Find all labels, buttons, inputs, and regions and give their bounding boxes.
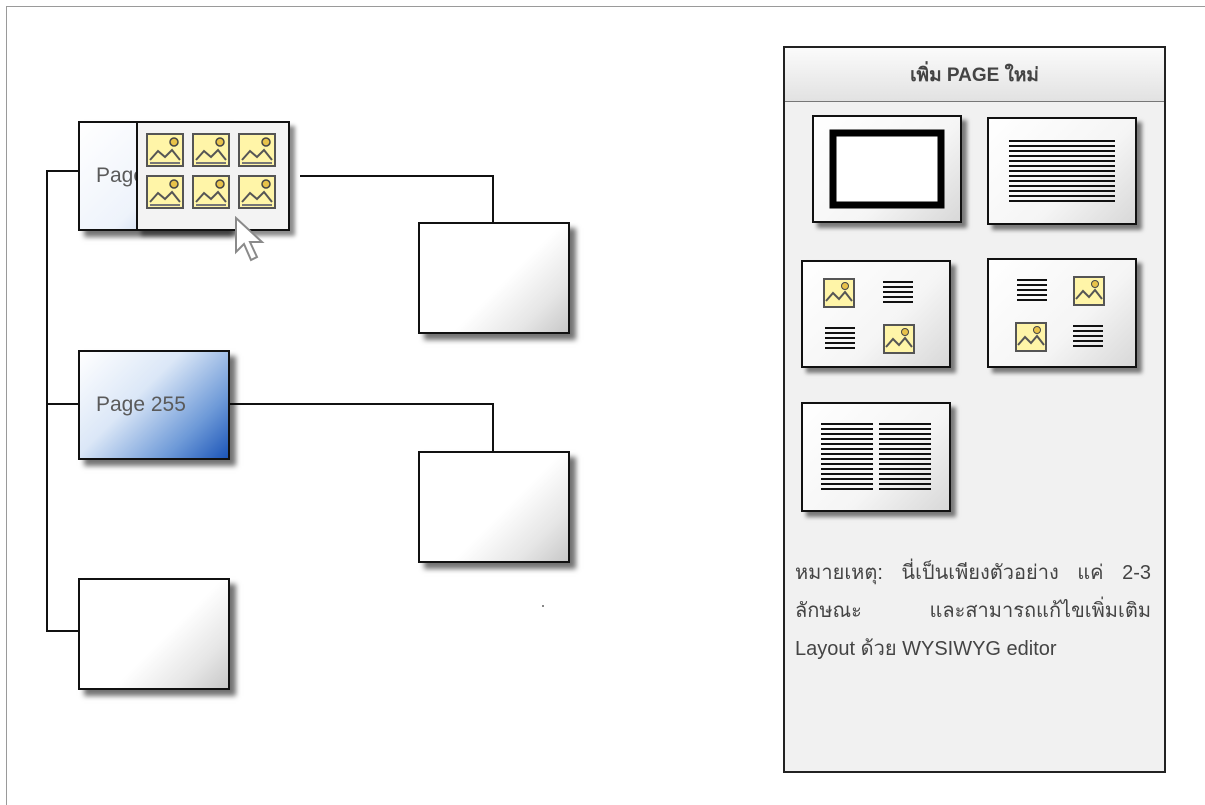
child-link-1-v xyxy=(492,175,494,223)
image-icon[interactable] xyxy=(146,175,184,209)
tree-branch-top xyxy=(46,170,80,172)
page-node-255-label: Page 255 xyxy=(96,393,186,416)
layout-text-image-grid[interactable] xyxy=(987,258,1137,368)
page-node-top-label: Page xyxy=(96,164,146,187)
child-link-1-h xyxy=(300,175,494,177)
image-icon[interactable] xyxy=(238,175,276,209)
image-icon[interactable] xyxy=(146,133,184,167)
two-columns-icon xyxy=(821,423,931,490)
canvas-dot xyxy=(542,605,544,607)
mouse-cursor-icon xyxy=(235,216,265,262)
page-node-255[interactable]: Page 255 xyxy=(78,350,230,460)
image-icon[interactable] xyxy=(238,133,276,167)
tree-trunk-line xyxy=(46,170,48,632)
panel-note: หมายเหตุ: นี่เป็นเพียงตัวอย่าง แค่ 2-3 ล… xyxy=(795,562,1151,660)
image-icon[interactable] xyxy=(192,133,230,167)
image-text-icon xyxy=(823,278,915,354)
add-page-panel: เพิ่ม PAGE ใหม่ xyxy=(783,46,1166,773)
tree-branch-bottom xyxy=(46,630,80,632)
layout-single-frame[interactable] xyxy=(812,115,962,223)
child-link-2-h xyxy=(230,403,494,405)
text-image-icon xyxy=(1015,276,1105,352)
image-layout-popup[interactable] xyxy=(136,121,290,231)
tree-branch-middle xyxy=(46,403,80,405)
text-lines-icon xyxy=(1009,140,1115,202)
frame-icon xyxy=(829,129,945,209)
image-icon[interactable] xyxy=(192,175,230,209)
page-node-empty-bottom[interactable] xyxy=(78,578,230,690)
child-link-2-v xyxy=(492,403,494,453)
layout-image-text-grid[interactable] xyxy=(801,260,951,368)
panel-title: เพิ่ม PAGE ใหม่ xyxy=(910,64,1039,86)
layout-text-only[interactable] xyxy=(987,117,1137,225)
add-page-panel-header: เพิ่ม PAGE ใหม่ xyxy=(785,48,1164,102)
child-node-2[interactable] xyxy=(418,451,570,563)
child-node-1[interactable] xyxy=(418,222,570,334)
canvas-frame xyxy=(6,6,1205,805)
layout-two-columns[interactable] xyxy=(801,402,951,512)
